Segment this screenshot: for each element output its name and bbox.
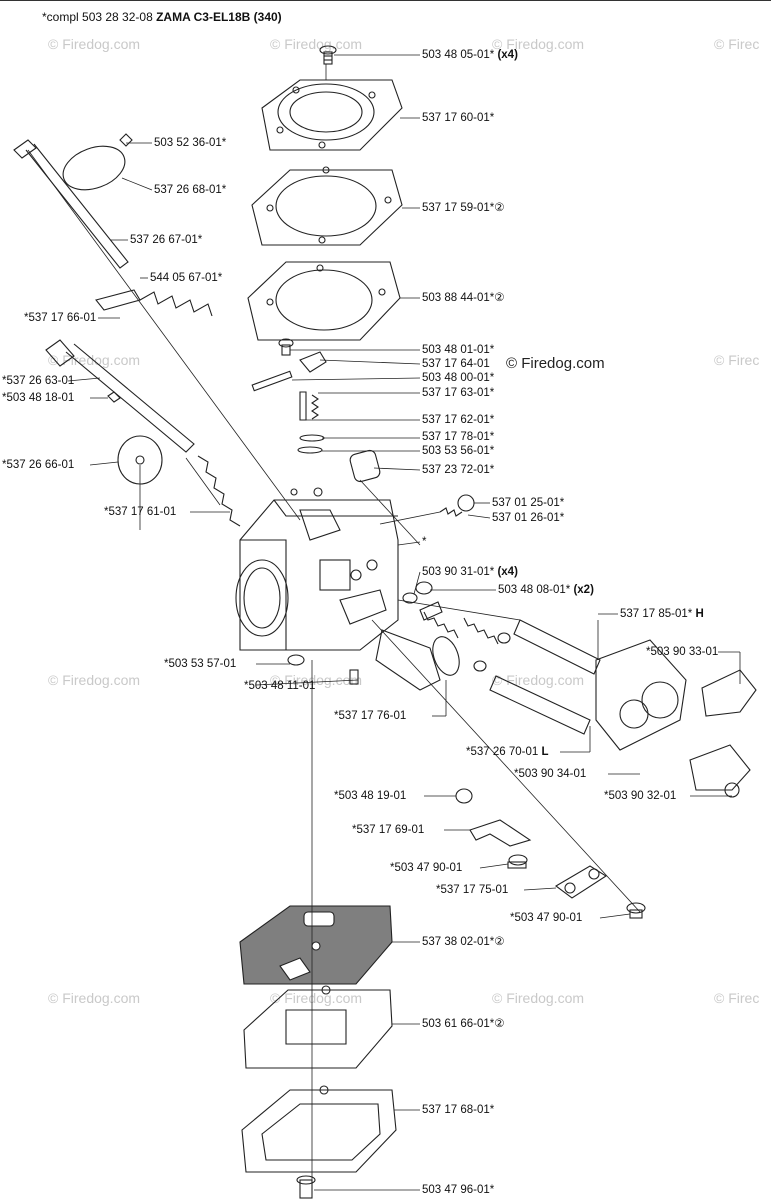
diaphragm-part	[251, 166, 403, 246]
part-label: 503 90 31-01* (x4)	[422, 566, 518, 578]
adjusting-needles-parts	[375, 581, 601, 735]
screw-part	[319, 45, 337, 65]
return-spring-part	[95, 289, 213, 317]
watermark: © Firedog.com	[492, 672, 585, 688]
part-label: *503 53 57-01	[164, 658, 237, 670]
part-label: 537 17 85-01* H	[620, 608, 704, 620]
part-label: 503 53 56-01*	[422, 445, 495, 457]
part-label: *537 26 63-01	[2, 375, 75, 387]
part-label: *537 17 76-01	[334, 710, 407, 722]
watermark: © Firedog.com	[48, 990, 141, 1006]
part-label: *537 17 66-01	[24, 312, 97, 324]
needle-valve-parts	[251, 338, 381, 483]
part-label: *503 48 18-01	[2, 392, 75, 404]
part-label: 503 47 96-01*	[422, 1184, 495, 1196]
part-label: *	[422, 536, 427, 548]
diagram-title: *compl 503 28 32-08 ZAMA C3-EL18B (340)	[42, 10, 282, 24]
part-label: 503 48 00-01*	[422, 372, 495, 384]
pump-gasket-part	[239, 905, 393, 985]
part-label: 537 17 63-01*	[422, 387, 495, 399]
choke-spring-part	[197, 455, 241, 527]
part-label: *503 90 32-01	[604, 790, 677, 802]
watermark: © Firec	[714, 352, 760, 368]
metering-diaphragm-part	[261, 79, 403, 151]
part-label: *503 48 19-01	[334, 790, 407, 802]
carburetor-body	[235, 487, 399, 685]
watermark: © Firedog.com	[48, 672, 141, 688]
part-label: *503 90 34-01	[514, 768, 587, 780]
linkage-parts	[455, 788, 646, 919]
bottom-screw-part	[296, 1175, 316, 1199]
part-label: 537 17 59-01*②	[422, 202, 505, 214]
assembly-lines	[27, 64, 641, 1180]
title-model: ZAMA C3-EL18B (340)	[156, 10, 282, 24]
pump-diaphragm-part	[243, 985, 393, 1069]
part-label: 537 17 60-01*	[422, 112, 495, 124]
throttle-shaft-part	[13, 133, 133, 269]
part-label: 544 05 67-01*	[150, 272, 223, 284]
part-label: 503 61 66-01*②	[422, 1018, 505, 1030]
part-label: *537 26 70-01 L	[466, 746, 549, 758]
part-label: 503 48 08-01* (x2)	[498, 584, 594, 596]
watermark-center: © Firedog.com	[506, 355, 605, 372]
watermark: © Firedog.com	[270, 36, 363, 52]
part-label: 503 48 05-01* (x4)	[422, 49, 518, 61]
title-prefix: *compl 503 28 32-08	[42, 10, 157, 24]
part-label: *503 48 11-01	[244, 680, 316, 692]
top-border	[0, 0, 771, 1]
part-label: 537 38 02-01*②	[422, 936, 505, 948]
watermark: © Firedog.com	[270, 990, 363, 1006]
part-label: 537 17 64-01	[422, 358, 490, 370]
right-leader-lines	[290, 54, 618, 1191]
part-label: 503 52 36-01*	[154, 137, 227, 149]
part-label: *537 17 75-01	[436, 884, 509, 896]
watermark: © Firec	[714, 990, 760, 1006]
part-label: 537 17 78-01*	[422, 431, 495, 443]
part-label: *503 47 90-01	[510, 912, 583, 924]
part-label: 537 01 25-01*	[492, 497, 565, 509]
gasket-part	[247, 261, 401, 341]
part-label: *503 47 90-01	[390, 862, 463, 874]
part-label: 537 17 62-01*	[422, 414, 495, 426]
watermark: © Firedog.com	[492, 36, 585, 52]
watermark: © Firedog.com	[270, 672, 363, 688]
left-leader-lines	[67, 142, 741, 919]
part-label: 503 48 01-01*	[422, 344, 495, 356]
part-label: 503 88 44-01*②	[422, 292, 505, 304]
part-label: *537 17 61-01	[104, 506, 177, 518]
watermark: © Firedog.com	[48, 36, 141, 52]
limiter-cap-parts	[595, 639, 757, 798]
part-label: *537 26 66-01	[2, 459, 75, 471]
part-label: 537 17 68-01*	[422, 1104, 495, 1116]
part-label: 537 01 26-01*	[492, 512, 565, 524]
part-label: *503 90 33-01	[646, 646, 719, 658]
watermark: © Firec	[714, 36, 760, 52]
part-label: 537 23 72-01*	[422, 464, 495, 476]
watermark: © Firedog.com	[492, 990, 585, 1006]
part-label: *537 17 69-01	[352, 824, 425, 836]
part-label: 537 26 67-01*	[130, 234, 203, 246]
choke-shaft-part	[45, 339, 195, 485]
part-label: 537 26 68-01*	[154, 184, 227, 196]
check-valve-part	[439, 494, 475, 517]
pump-cover-part	[241, 1085, 397, 1173]
